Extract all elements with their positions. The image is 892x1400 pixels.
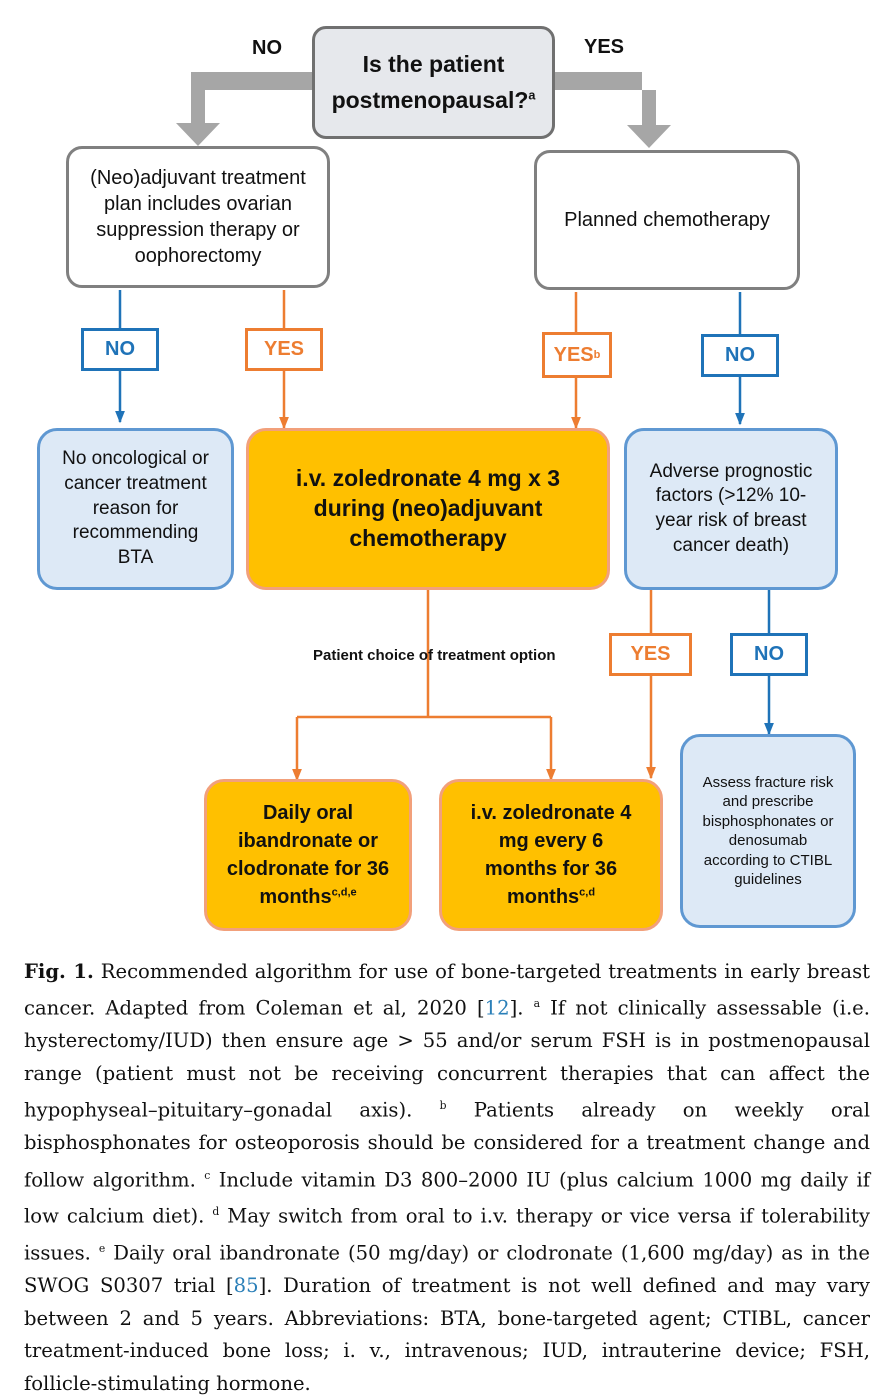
right-yes-text: YES bbox=[553, 343, 594, 366]
no-treatment-reason-box: No oncological or cancer treatment reaso… bbox=[37, 428, 234, 590]
gray-arrow-right bbox=[553, 72, 671, 148]
root-question: Is the patient postmenopausal?a bbox=[312, 26, 555, 139]
line-choice bbox=[297, 590, 551, 719]
zoledronate-during-chemo-box: i.v. zoledronate 4 mg x 3 during (neo)ad… bbox=[246, 428, 610, 590]
assess-fracture-risk-box: Assess fracture risk and prescribe bisph… bbox=[680, 734, 856, 928]
root-no-label: NO bbox=[252, 37, 282, 59]
footnote-cd-mark: c,d bbox=[579, 886, 596, 899]
reference-link-12[interactable]: 12 bbox=[484, 996, 510, 1020]
caption-text: May switch from oral to i.v. therapy or … bbox=[24, 1204, 870, 1265]
footnote-b-mark: b bbox=[593, 349, 601, 361]
figure-label: Fig. 1. bbox=[24, 960, 94, 983]
footnote-marker: e bbox=[98, 1242, 106, 1256]
planned-chemotherapy-question: Planned chemotherapy bbox=[534, 150, 800, 290]
caption-text: If not clinically assessable (i.e. hyste… bbox=[24, 996, 870, 1122]
caption-text: Patients already on weekly oral bisphosp… bbox=[24, 1098, 871, 1192]
left-yes-label: YES bbox=[245, 328, 323, 371]
footnote-marker: c bbox=[204, 1168, 211, 1182]
reference-link-85[interactable]: 85 bbox=[233, 1274, 259, 1298]
footnote-cde-mark: c,d,e bbox=[331, 886, 357, 899]
gray-arrow-left bbox=[176, 72, 315, 146]
caption-text: ]. bbox=[509, 996, 534, 1020]
root-question-text: Is the patient postmenopausal? bbox=[331, 50, 529, 113]
ovarian-suppression-question: (Neo)adjuvant treatment plan includes ov… bbox=[66, 146, 330, 288]
left-no-label: NO bbox=[81, 328, 159, 371]
footnote-a-mark: a bbox=[528, 87, 536, 102]
footnote-marker: a bbox=[533, 997, 540, 1011]
figure-caption: Fig. 1. Recommended algorithm for use of… bbox=[24, 956, 870, 1400]
right-no-label: NO bbox=[701, 334, 779, 377]
adverse-yes-label: YES bbox=[609, 633, 692, 676]
caption-text: Include vitamin D3 800–2000 IU (plus cal… bbox=[24, 1168, 870, 1228]
iv-option-text: i.v. zoledronate 4 mg every 6 months for… bbox=[470, 802, 632, 908]
adverse-no-label: NO bbox=[730, 633, 808, 676]
root-yes-label: YES bbox=[584, 36, 625, 58]
iv-zoledronate-option-box: i.v. zoledronate 4 mg every 6 months for… bbox=[439, 779, 663, 931]
caption-text: ]. Duration of treatment is not well def… bbox=[24, 1274, 870, 1395]
adverse-prognostic-factors-box: Adverse prognostic factors (>12% 10-year… bbox=[624, 428, 838, 590]
oral-bisphosphonate-option-box: Daily oral ibandronate or clodronate for… bbox=[204, 779, 412, 931]
patient-choice-label: Patient choice of treatment option bbox=[313, 647, 556, 664]
caption-text: Daily oral ibandronate (50 mg/day) or cl… bbox=[24, 1241, 871, 1298]
footnote-marker: d bbox=[212, 1205, 220, 1219]
caption-text: Recommended algorithm for use of bone-ta… bbox=[24, 960, 870, 1020]
oral-option-text: Daily oral ibandronate or clodronate for… bbox=[226, 802, 390, 908]
footnote-marker: b bbox=[439, 1099, 447, 1113]
flowchart: NO YES Is the patient postmenopausal?a (… bbox=[37, 26, 856, 931]
